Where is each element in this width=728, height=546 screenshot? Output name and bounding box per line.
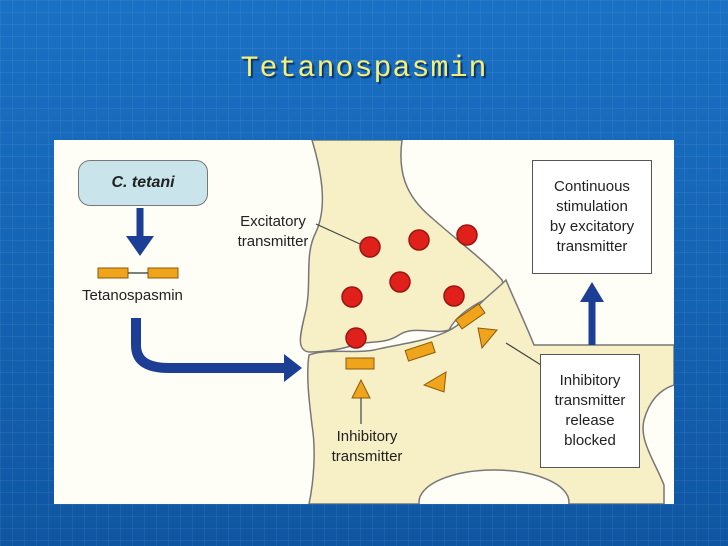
vesicle xyxy=(443,285,465,307)
arrow-up-icon xyxy=(580,282,604,302)
toxin-segment xyxy=(404,341,436,362)
outcome-line4: transmitter xyxy=(556,238,628,255)
outcome-line1: Continuous xyxy=(554,178,630,195)
blocked-box: Inhibitory transmitter release blocked xyxy=(540,354,640,468)
inhibitory-triangle xyxy=(477,327,498,350)
toxin-segment xyxy=(345,357,375,370)
vesicle xyxy=(456,224,478,246)
tetanospasmin-diagram: C. tetani Tetanospasmin Excitatory trans… xyxy=(54,140,674,504)
slide-title: Tetanospasmin xyxy=(240,52,488,86)
toxin-to-synapse-arrow-shaft xyxy=(131,318,286,373)
excitatory-label-line1: Excitatory xyxy=(240,213,306,230)
vesicle xyxy=(341,286,363,308)
blocked-line4: blocked xyxy=(564,432,616,449)
excitatory-pointer xyxy=(315,223,361,245)
outcome-line2: stimulation xyxy=(556,198,628,215)
toxin-label: Tetanospasmin xyxy=(82,287,183,304)
toxin-icon-left xyxy=(97,267,129,279)
inhibitory-label: Inhibitory transmitter xyxy=(322,427,412,467)
blocked-pointer xyxy=(505,342,542,366)
nucleus xyxy=(418,469,570,504)
vesicle xyxy=(408,229,430,251)
outcome-box: Continuous stimulation by excitatory tra… xyxy=(532,160,652,274)
outcome-line3: by excitatory xyxy=(549,218,635,235)
vesicle xyxy=(389,271,411,293)
excitatory-label: Excitatory transmitter xyxy=(230,212,316,252)
arrow-right-icon xyxy=(284,354,302,382)
blocked-line2: transmitter xyxy=(554,392,626,409)
arrow-down-icon xyxy=(126,236,154,256)
toxin-segment xyxy=(454,303,486,330)
vesicle xyxy=(359,236,381,258)
blocked-line1: Inhibitory xyxy=(559,372,621,389)
toxin-icon-right xyxy=(147,267,179,279)
inhibitory-label-line2: transmitter xyxy=(331,448,403,465)
vesicle xyxy=(345,327,367,349)
inhibitory-label-line1: Inhibitory xyxy=(336,428,398,445)
excitatory-label-line2: transmitter xyxy=(237,233,309,250)
blocked-line3: release xyxy=(565,412,615,429)
inhibitory-triangle xyxy=(422,371,447,393)
organism-box: C. tetani xyxy=(78,160,208,206)
